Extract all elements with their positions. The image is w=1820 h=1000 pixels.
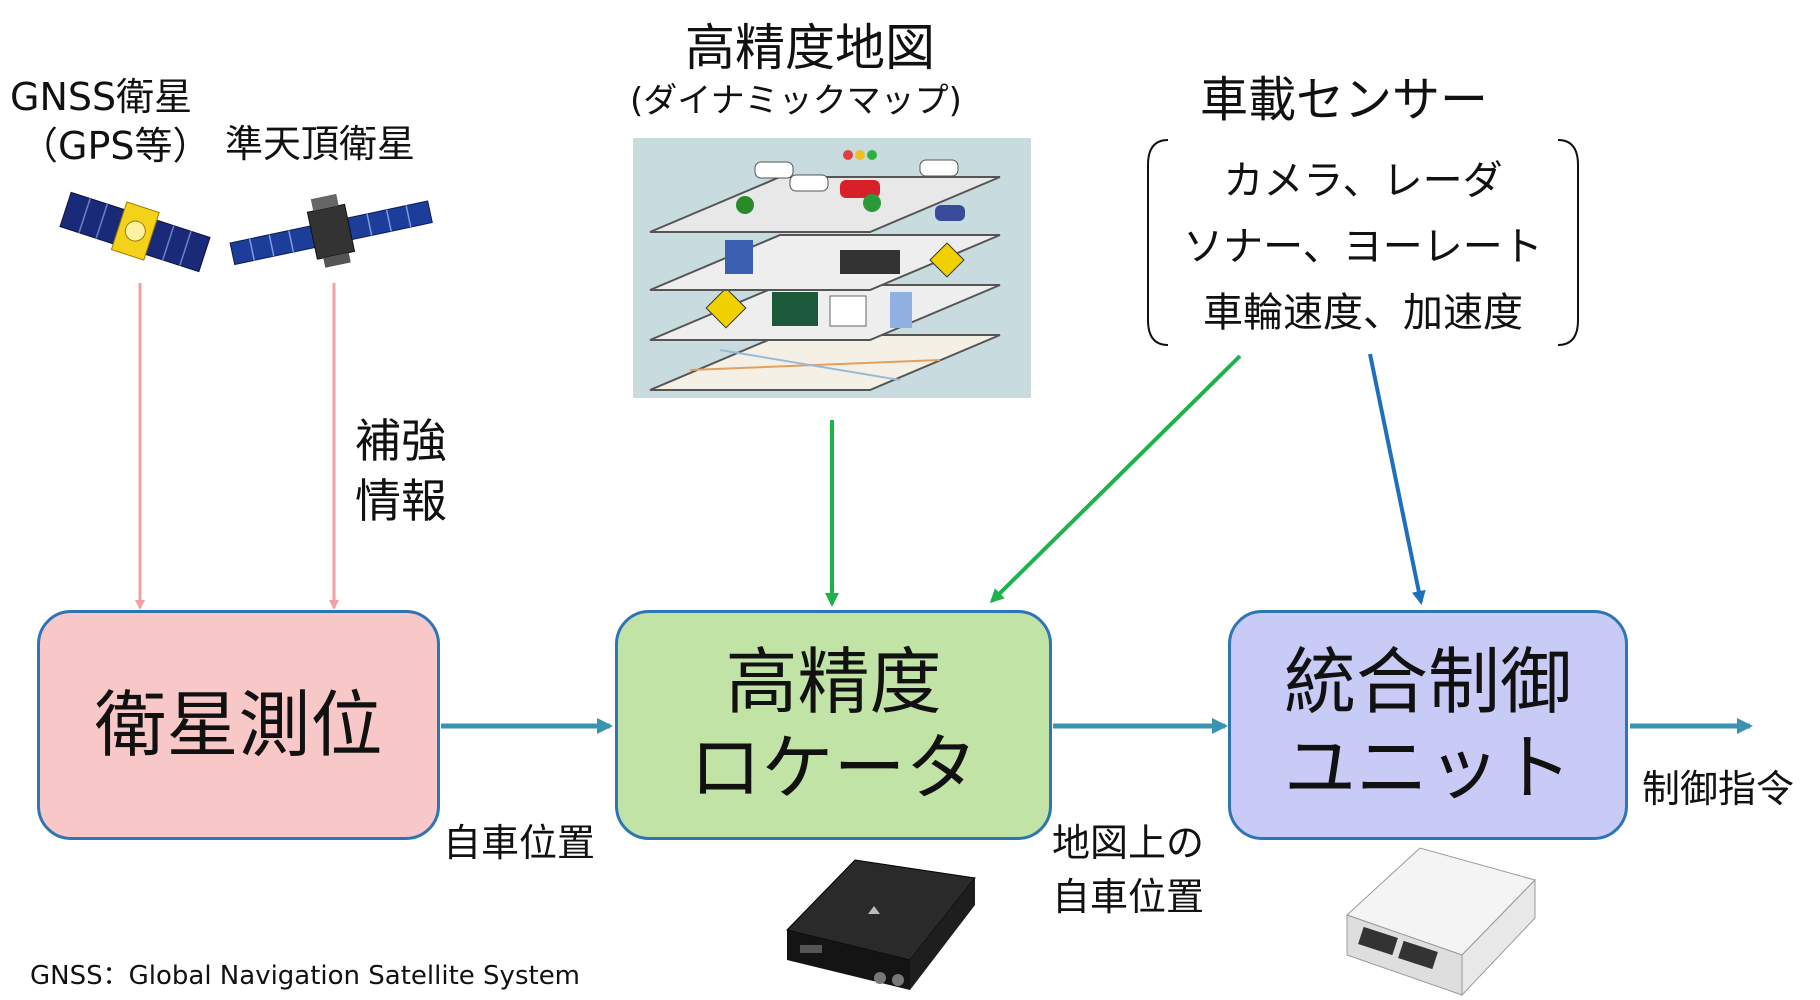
ecu-box: 統合制御 ユニット — [1228, 610, 1628, 840]
locator-label-line2: ロケータ — [689, 726, 978, 810]
map-title: 高精度地図 — [685, 19, 935, 77]
qzss-satellite-icon — [229, 193, 433, 268]
qzss-label: 準天頂衛星 — [225, 122, 416, 166]
map-position-label-line1: 地図上の — [1052, 821, 1205, 865]
own-position-label: 自車位置 — [443, 821, 596, 865]
map-layers-icon — [633, 138, 1031, 398]
ecu-label-line2: ユニット — [1283, 726, 1572, 810]
ecu-label-line1: 統合制御 — [1283, 639, 1572, 724]
ecu-device-icon — [1346, 847, 1536, 997]
map-subtitle: (ダイナミックマップ) — [630, 81, 962, 121]
sensor-item-camera-radar: カメラ、レーダ — [1223, 158, 1503, 204]
sensor-item-wheel-accel: 車輪速度、加速度 — [1203, 290, 1523, 336]
sensor-to-locator-arrow — [989, 354, 1242, 604]
sensor-bracket-left — [1147, 139, 1169, 346]
gnss-label-line1: GNSS衛星 — [10, 75, 193, 119]
augment-label-line2: 情報 — [355, 474, 447, 528]
sensor-bracket-right — [1557, 139, 1579, 346]
satellite-positioning-box: 衛星測位 — [37, 610, 440, 840]
gnss-label-line2: （GPS等） — [20, 124, 211, 168]
map-position-label-line2: 自車位置 — [1052, 875, 1205, 919]
sensor-to-ecu-arrow — [1368, 353, 1426, 605]
satellite-positioning-label: 衛星測位 — [94, 682, 383, 767]
control-command-label: 制御指令 — [1642, 767, 1795, 811]
locator-box: 高精度 ロケータ — [615, 610, 1052, 840]
sensor-item-sonar-yawrate: ソナー、ヨーレート — [1183, 224, 1543, 270]
sensor-title: 車載センサー — [1200, 72, 1489, 128]
augment-label-line1: 補強 — [355, 414, 447, 468]
locator-label-line1: 高精度 — [725, 639, 942, 724]
locator-device-icon — [786, 859, 976, 990]
sensor-list: カメラ、レーダ ソナー、ヨーレート 車輪速度、加速度 — [1150, 148, 1576, 346]
footnote: GNSS：Global Navigation Satellite System — [30, 961, 581, 991]
gnss-satellite-icon — [59, 191, 211, 273]
